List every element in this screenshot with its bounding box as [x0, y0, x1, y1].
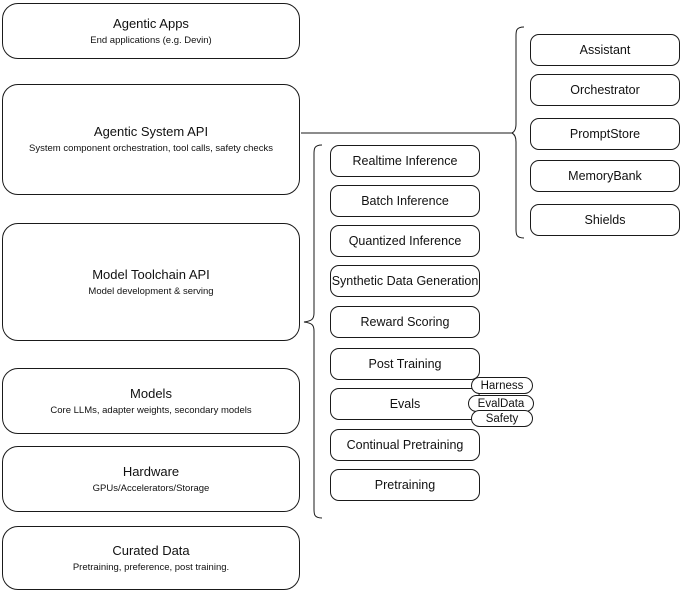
layer-title: Model Toolchain API [92, 266, 210, 282]
capability-label: Reward Scoring [360, 315, 450, 329]
system-component-label: MemoryBank [568, 169, 642, 183]
layer-title: Agentic Apps [113, 15, 189, 31]
layer-title: Hardware [122, 463, 180, 479]
layer-subtitle: Model development & serving [88, 285, 214, 297]
system-component-shields[interactable]: Shields [530, 204, 680, 236]
layer-title: Models [130, 385, 172, 401]
system-component-label: Shields [584, 213, 626, 227]
capability-label: Evals [389, 397, 421, 411]
layer-hardware[interactable]: Hardware GPUs/Accelerators/Storage [2, 446, 300, 512]
capability-label: Pretraining [374, 478, 436, 492]
capability-label: Continual Pretraining [346, 438, 464, 452]
capability-label: Quantized Inference [348, 234, 462, 248]
capability-reward-scoring[interactable]: Reward Scoring [330, 306, 480, 338]
layer-title: Agentic System API [93, 124, 209, 139]
layer-subtitle: Core LLMs, adapter weights, secondary mo… [50, 404, 252, 416]
layer-subtitle: System component orchestration, tool cal… [29, 143, 273, 154]
brace-toolchain-capabilities [303, 144, 323, 519]
system-component-assistant[interactable]: Assistant [530, 34, 680, 66]
capability-quantized-inference[interactable]: Quantized Inference [330, 225, 480, 257]
evals-subcomponent-harness[interactable]: Harness [471, 377, 533, 394]
system-component-memorybank[interactable]: MemoryBank [530, 160, 680, 192]
system-component-promptstore[interactable]: PromptStore [530, 118, 680, 150]
capability-synthetic-data-generation[interactable]: Synthetic Data Generation [330, 265, 480, 297]
layer-curated-data[interactable]: Curated Data Pretraining, preference, po… [2, 526, 300, 590]
layer-models[interactable]: Models Core LLMs, adapter weights, secon… [2, 368, 300, 434]
layer-subtitle: Pretraining, preference, post training. [72, 561, 230, 573]
capability-evals[interactable]: Evals [330, 388, 480, 420]
layer-model-toolchain-api[interactable]: Model Toolchain API Model development & … [2, 223, 300, 341]
system-component-label: Assistant [579, 43, 631, 57]
capability-pretraining[interactable]: Pretraining [330, 469, 480, 501]
system-component-orchestrator[interactable]: Orchestrator [530, 74, 680, 106]
layer-title: Curated Data [112, 542, 190, 558]
system-component-label: PromptStore [569, 127, 641, 141]
capability-label: Synthetic Data Generation [331, 274, 479, 288]
capability-batch-inference[interactable]: Batch Inference [330, 185, 480, 217]
layer-agentic-apps[interactable]: Agentic Apps End applications (e.g. Devi… [2, 3, 300, 59]
capability-post-training[interactable]: Post Training [330, 348, 480, 380]
evals-subcomponent-safety[interactable]: Safety [471, 410, 533, 427]
layer-subtitle: GPUs/Accelerators/Storage [92, 482, 210, 494]
capability-label: Realtime Inference [352, 154, 458, 168]
capability-label: Batch Inference [361, 194, 449, 208]
system-component-label: Orchestrator [570, 83, 640, 97]
capability-realtime-inference[interactable]: Realtime Inference [330, 145, 480, 177]
capability-continual-pretraining[interactable]: Continual Pretraining [330, 429, 480, 461]
brace-system-components [510, 26, 525, 239]
layer-subtitle: End applications (e.g. Devin) [90, 34, 212, 46]
capability-label: Post Training [368, 357, 442, 371]
layer-agentic-system-api[interactable]: Agentic System API System component orch… [2, 84, 300, 195]
